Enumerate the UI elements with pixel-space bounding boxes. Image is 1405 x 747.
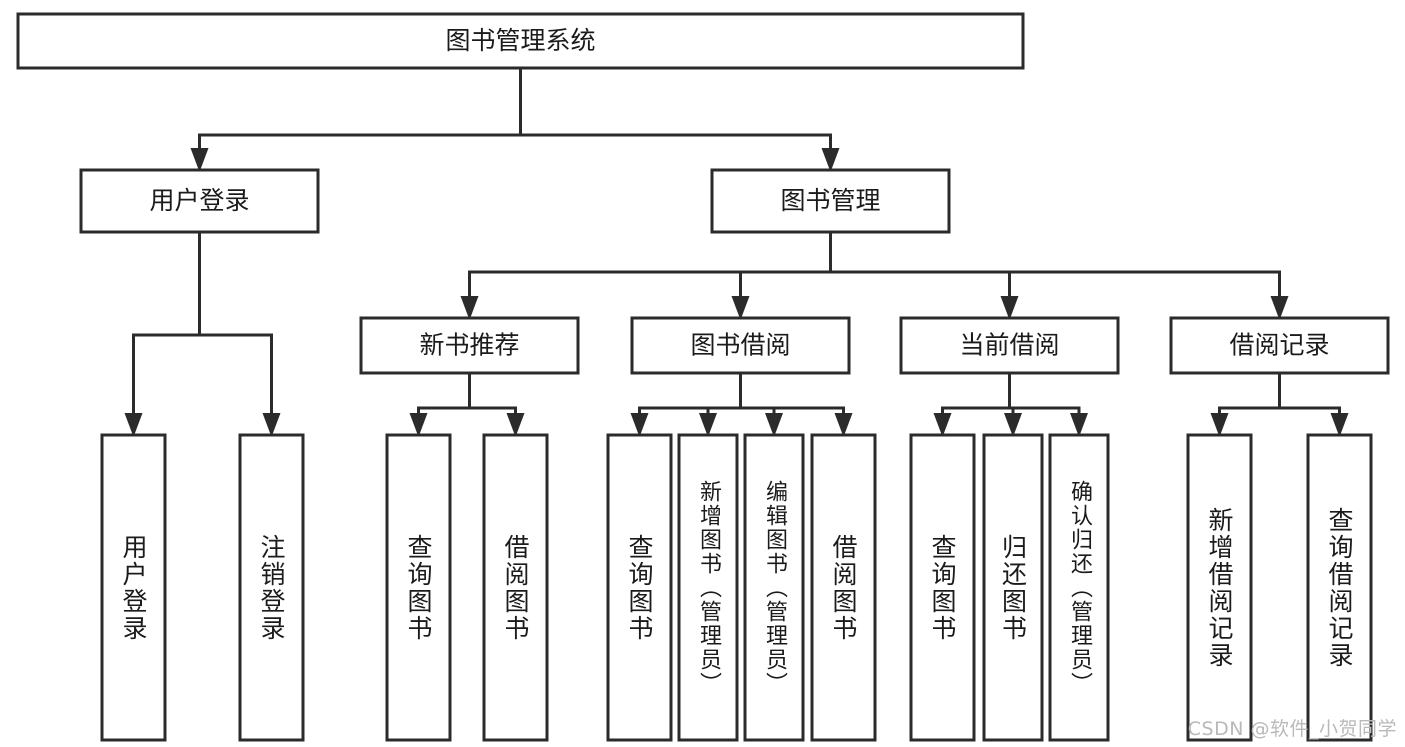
edge-借阅记录-to-leaves [1210,371,1349,437]
edge-root-to-level2 [190,66,840,172]
node-leaf-11-rect[interactable] [1186,433,1253,742]
node-level3-0[interactable]: 新书推荐 [359,316,580,375]
watermark-text: CSDN @软件_小贺同学 [1187,718,1397,740]
node-leaf-4[interactable] [606,433,673,742]
node-level2-0[interactable]: 用户登录 [79,168,320,234]
edge-用户登录-to-leaves [124,230,281,437]
edge-当前借阅-to-leaves [933,371,1088,437]
node-root-book-management-system[interactable]: 图书管理系统 [16,12,1025,70]
node-leaf-1[interactable] [238,433,305,742]
node-leaf-11[interactable] [1186,433,1253,742]
node-leaf-6-rect[interactable] [743,433,805,742]
node-leaf-10-rect[interactable] [1048,433,1110,742]
edge-新书推荐-to-leaves [409,371,525,437]
node-leaf-7[interactable] [810,433,877,742]
node-level2-1-label: 图书管理 [780,186,880,215]
node-root-book-management-system-rect[interactable] [16,12,1025,70]
node-level3-0-rect[interactable] [359,316,580,375]
node-leaf-5[interactable] [677,433,739,742]
node-level3-1[interactable]: 图书借阅 [630,316,851,375]
node-leaf-10[interactable] [1048,433,1110,742]
node-level2-1[interactable]: 图书管理 [710,168,951,234]
node-leaf-8-rect[interactable] [909,433,976,742]
node-leaf-6[interactable] [743,433,805,742]
node-leaf-5-rect[interactable] [677,433,739,742]
edges-layer [124,66,1349,437]
node-level3-0-label: 新书推荐 [419,331,519,360]
node-leaf-2[interactable] [385,433,452,742]
node-leaf-12[interactable] [1306,433,1373,742]
node-level3-3[interactable]: 借阅记录 [1169,316,1390,375]
node-level2-0-rect[interactable] [79,168,320,234]
node-leaf-4-rect[interactable] [606,433,673,742]
node-leaf-9[interactable] [982,433,1044,742]
node-leaf-3[interactable] [482,433,549,742]
node-leaf-2-rect[interactable] [385,433,452,742]
node-leaf-3-rect[interactable] [482,433,549,742]
node-level3-1-rect[interactable] [630,316,851,375]
node-level2-1-rect[interactable] [710,168,951,234]
node-level3-2-label: 当前借阅 [959,331,1059,360]
node-level3-2-rect[interactable] [899,316,1120,375]
edge-图书借阅-to-leaves [630,371,853,437]
node-level2-0-label: 用户登录 [149,186,249,215]
edge-books-to-level3 [460,230,1289,320]
node-leaf-9-rect[interactable] [982,433,1044,742]
node-level3-2[interactable]: 当前借阅 [899,316,1120,375]
node-leaf-0-rect[interactable] [100,433,167,742]
node-root-book-management-system-label: 图书管理系统 [445,26,595,55]
node-level3-1-label: 图书借阅 [690,331,790,360]
node-level3-3-rect[interactable] [1169,316,1390,375]
node-leaf-0[interactable] [100,433,167,742]
node-level3-3-label: 借阅记录 [1229,331,1329,360]
node-leaf-7-rect[interactable] [810,433,877,742]
node-leaf-8[interactable] [909,433,976,742]
node-leaf-12-rect[interactable] [1306,433,1373,742]
node-leaf-1-rect[interactable] [238,433,305,742]
